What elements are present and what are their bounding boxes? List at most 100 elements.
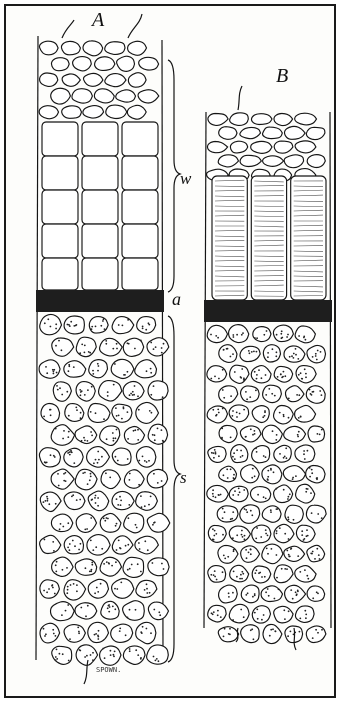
epidermis-cell — [117, 56, 135, 71]
starch-grain — [312, 637, 314, 639]
starch-grain — [309, 467, 311, 469]
region-label-w: w — [180, 169, 192, 188]
starch-grain — [137, 439, 139, 441]
starch-cell — [308, 426, 325, 442]
starch-grain — [256, 609, 258, 611]
starch-grain — [55, 571, 57, 573]
starch-grain — [88, 351, 90, 353]
starch-grain — [274, 395, 276, 397]
starch-grain — [284, 618, 286, 620]
starch-cell — [147, 513, 170, 532]
starch-grain — [97, 591, 99, 593]
starch-grain — [291, 355, 293, 357]
starch-grain — [213, 535, 215, 537]
starch-grain — [230, 395, 232, 397]
starch-grain — [222, 534, 224, 536]
starch-cell — [124, 513, 144, 533]
starch-grain — [55, 635, 57, 637]
starch-grain — [241, 368, 243, 370]
starch-grain — [58, 485, 60, 487]
starch-grain — [112, 348, 114, 350]
starch-grain — [297, 436, 299, 438]
wood-cell — [82, 156, 118, 190]
starch-grain — [321, 629, 323, 631]
starch-grain — [55, 503, 57, 505]
starch-grain — [214, 376, 216, 378]
epidermis-cell — [83, 41, 103, 56]
starch-cell — [64, 448, 83, 467]
starch-grain — [245, 391, 247, 393]
starch-cell — [75, 469, 97, 490]
starch-cell — [263, 624, 282, 643]
starch-grain — [87, 483, 89, 485]
starch-grain — [144, 589, 146, 591]
starch-grain — [286, 568, 288, 570]
starch-cell — [219, 386, 238, 403]
starch-grain — [280, 333, 282, 335]
starch-grain — [91, 499, 93, 501]
starch-grain — [223, 349, 225, 351]
starch-grain — [142, 326, 144, 328]
starch-grain — [255, 390, 257, 392]
starch-grain — [282, 376, 284, 378]
epidermis-cell — [39, 106, 58, 119]
starch-grain — [83, 437, 85, 439]
starch-grain — [301, 534, 303, 536]
starch-cell — [137, 317, 156, 334]
starch-grain — [301, 378, 303, 380]
starch-grain — [297, 555, 299, 557]
starch-grain — [261, 619, 263, 621]
starch-cell — [112, 536, 133, 554]
starch-grain — [295, 348, 297, 350]
starch-grain — [213, 611, 215, 613]
starch-grain — [276, 533, 278, 535]
starch-grain — [116, 415, 118, 417]
wood-cell — [42, 156, 78, 190]
starch-grain — [290, 631, 292, 633]
starch-grain — [271, 548, 273, 550]
epidermis-cell — [128, 41, 147, 55]
starch-grain — [53, 550, 55, 552]
starch-grain — [278, 588, 280, 590]
starch-grain — [80, 417, 82, 419]
starch-cell — [285, 585, 306, 603]
starch-grain — [312, 356, 314, 358]
starch-grain — [244, 535, 246, 537]
starch-grain — [298, 431, 300, 433]
starch-cell — [88, 491, 109, 511]
epidermis-cell — [263, 156, 284, 167]
starch-grain — [138, 484, 140, 486]
starch-grain — [150, 342, 152, 344]
starch-cell — [229, 526, 250, 542]
starch-grain — [284, 456, 286, 458]
starch-grain — [283, 414, 285, 416]
starch-grain — [250, 510, 252, 512]
starch-grain — [133, 394, 135, 396]
starch-grain — [101, 456, 103, 458]
starch-grain — [141, 506, 143, 508]
starch-grain — [134, 429, 136, 431]
starch-grain — [215, 453, 217, 455]
starch-grain — [227, 477, 229, 479]
starch-grain — [305, 614, 307, 616]
starch-grain — [46, 372, 48, 374]
starch-grain — [79, 649, 81, 651]
epidermis-cell — [105, 42, 125, 55]
starch-grain — [140, 631, 142, 633]
starch-grain — [103, 418, 105, 420]
starch-grain — [97, 505, 99, 507]
wood-cell — [82, 190, 118, 224]
starch-grain — [109, 477, 111, 479]
starch-grain — [239, 413, 241, 415]
starch-cell — [240, 426, 261, 442]
starch-grain — [233, 336, 235, 338]
starch-grain — [95, 459, 97, 461]
starch-grain — [305, 491, 307, 493]
starch-grain — [97, 635, 99, 637]
starch-grain — [303, 450, 305, 452]
starch-cell — [50, 602, 74, 621]
starch-grain — [221, 438, 223, 440]
starch-cell — [52, 557, 74, 576]
starch-grain — [265, 498, 267, 500]
starch-grain — [222, 408, 224, 410]
